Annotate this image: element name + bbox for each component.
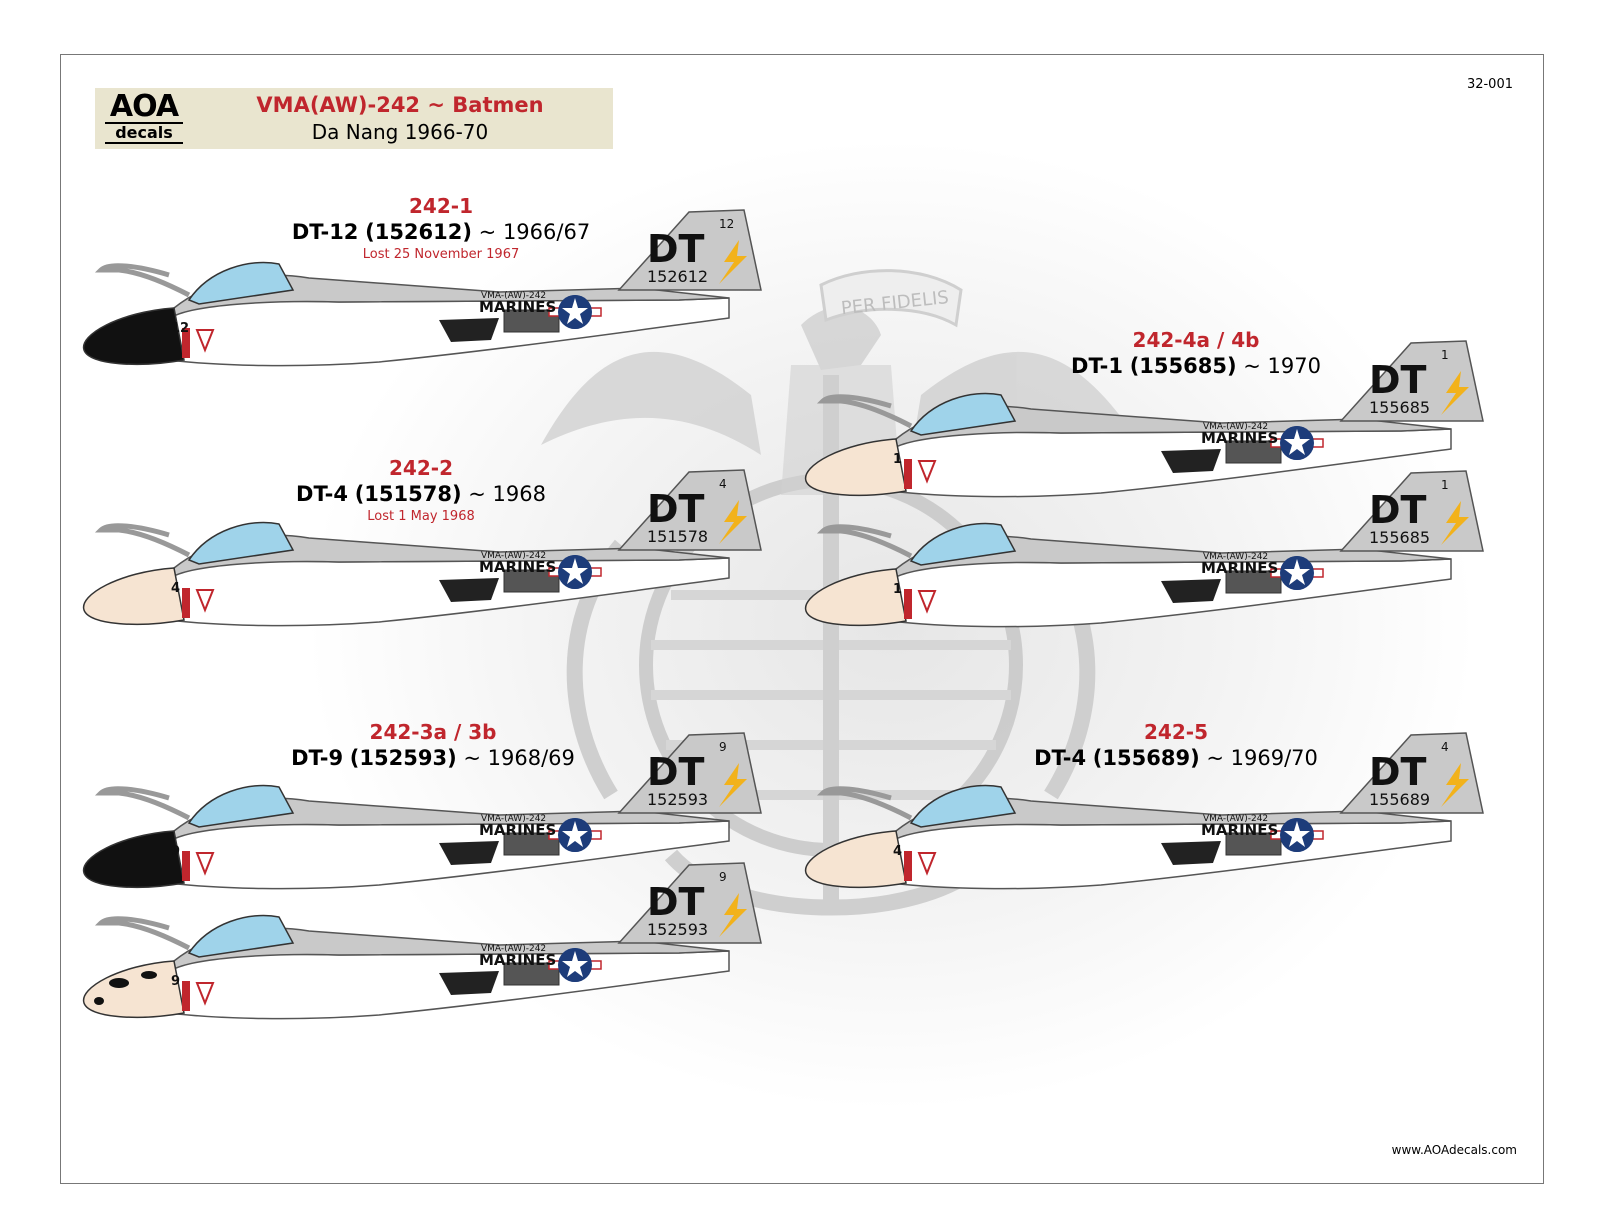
tail-code: DT [647, 227, 705, 271]
tip-number: 1 [1441, 348, 1449, 362]
service-title: MARINES [479, 951, 556, 969]
service-title: MARINES [479, 298, 556, 316]
nose-number: 4 [171, 581, 180, 596]
unit-designation: VMA-(AW)-242 [481, 944, 546, 954]
tail-number: 155689 [1369, 790, 1430, 809]
nose-number: 1 [893, 452, 902, 467]
caption-242-3: 242-3a / 3b DT-9 (152593) ~ 1968/69 [291, 720, 575, 770]
unit-designation: VMA-(AW)-242 [1203, 422, 1268, 432]
tail-code: DT [647, 880, 705, 924]
tail-code: DT [647, 750, 705, 794]
tip-number: 9 [719, 870, 727, 884]
nose-number: 4 [893, 844, 902, 859]
tail-number: 151578 [647, 527, 708, 546]
tip-number: 12 [719, 217, 734, 231]
tail-code: DT [1369, 488, 1427, 532]
service-title: MARINES [1201, 429, 1278, 447]
website: www.AOAdecals.com [1391, 1143, 1517, 1157]
caption-242-1: 242-1 DT-12 (152612) ~ 1966/67 Lost 25 N… [291, 194, 591, 262]
sheet-title: VMA(AW)-242 ~ Batmen [256, 93, 544, 117]
service-title: MARINES [1201, 821, 1278, 839]
service-title: MARINES [479, 558, 556, 576]
decal-sheet: PER FIDELIS AOA decals VMA(AW)-242 ~ Bat… [60, 54, 1544, 1184]
caption-242-2: 242-2 DT-4 (151578) ~ 1968 Lost 1 May 19… [296, 456, 546, 524]
tail-number: 152612 [647, 267, 708, 286]
aoa-logo: AOA decals [101, 92, 187, 146]
tip-number: 4 [1441, 740, 1449, 754]
unit-designation: VMA-(AW)-242 [481, 551, 546, 561]
caption-242-4: 242-4a / 4b DT-1 (155685) ~ 1970 [1071, 328, 1321, 378]
tail-number: 152593 [647, 920, 708, 939]
tip-number: 9 [719, 740, 727, 754]
tip-number: 1 [1441, 478, 1449, 492]
caption-242-5: 242-5 DT-4 (155689) ~ 1969/70 [1034, 720, 1318, 770]
tail-number: 155685 [1369, 528, 1430, 547]
unit-designation: VMA-(AW)-242 [481, 814, 546, 824]
tip-number: 4 [719, 477, 727, 491]
unit-designation: VMA-(AW)-242 [481, 291, 546, 301]
nose-number: 9 [171, 974, 180, 989]
catalog-number: 32-001 [1466, 77, 1513, 92]
header-banner: AOA decals VMA(AW)-242 ~ Batmen Da Nang … [95, 88, 613, 149]
nose-number: 1 [893, 582, 902, 597]
unit-designation: VMA-(AW)-242 [1203, 814, 1268, 824]
tail-number: 152593 [647, 790, 708, 809]
nose-number: 12 [171, 321, 189, 336]
tail-code: DT [1369, 750, 1427, 794]
tail-code: DT [647, 487, 705, 531]
sheet-subtitle: Da Nang 1966-70 [311, 120, 489, 144]
unit-designation: VMA-(AW)-242 [1203, 552, 1268, 562]
service-title: MARINES [1201, 559, 1278, 577]
service-title: MARINES [479, 821, 556, 839]
tail-number: 155685 [1369, 398, 1430, 417]
nose-number: 9 [171, 844, 180, 859]
tail-code: DT [1369, 358, 1427, 402]
